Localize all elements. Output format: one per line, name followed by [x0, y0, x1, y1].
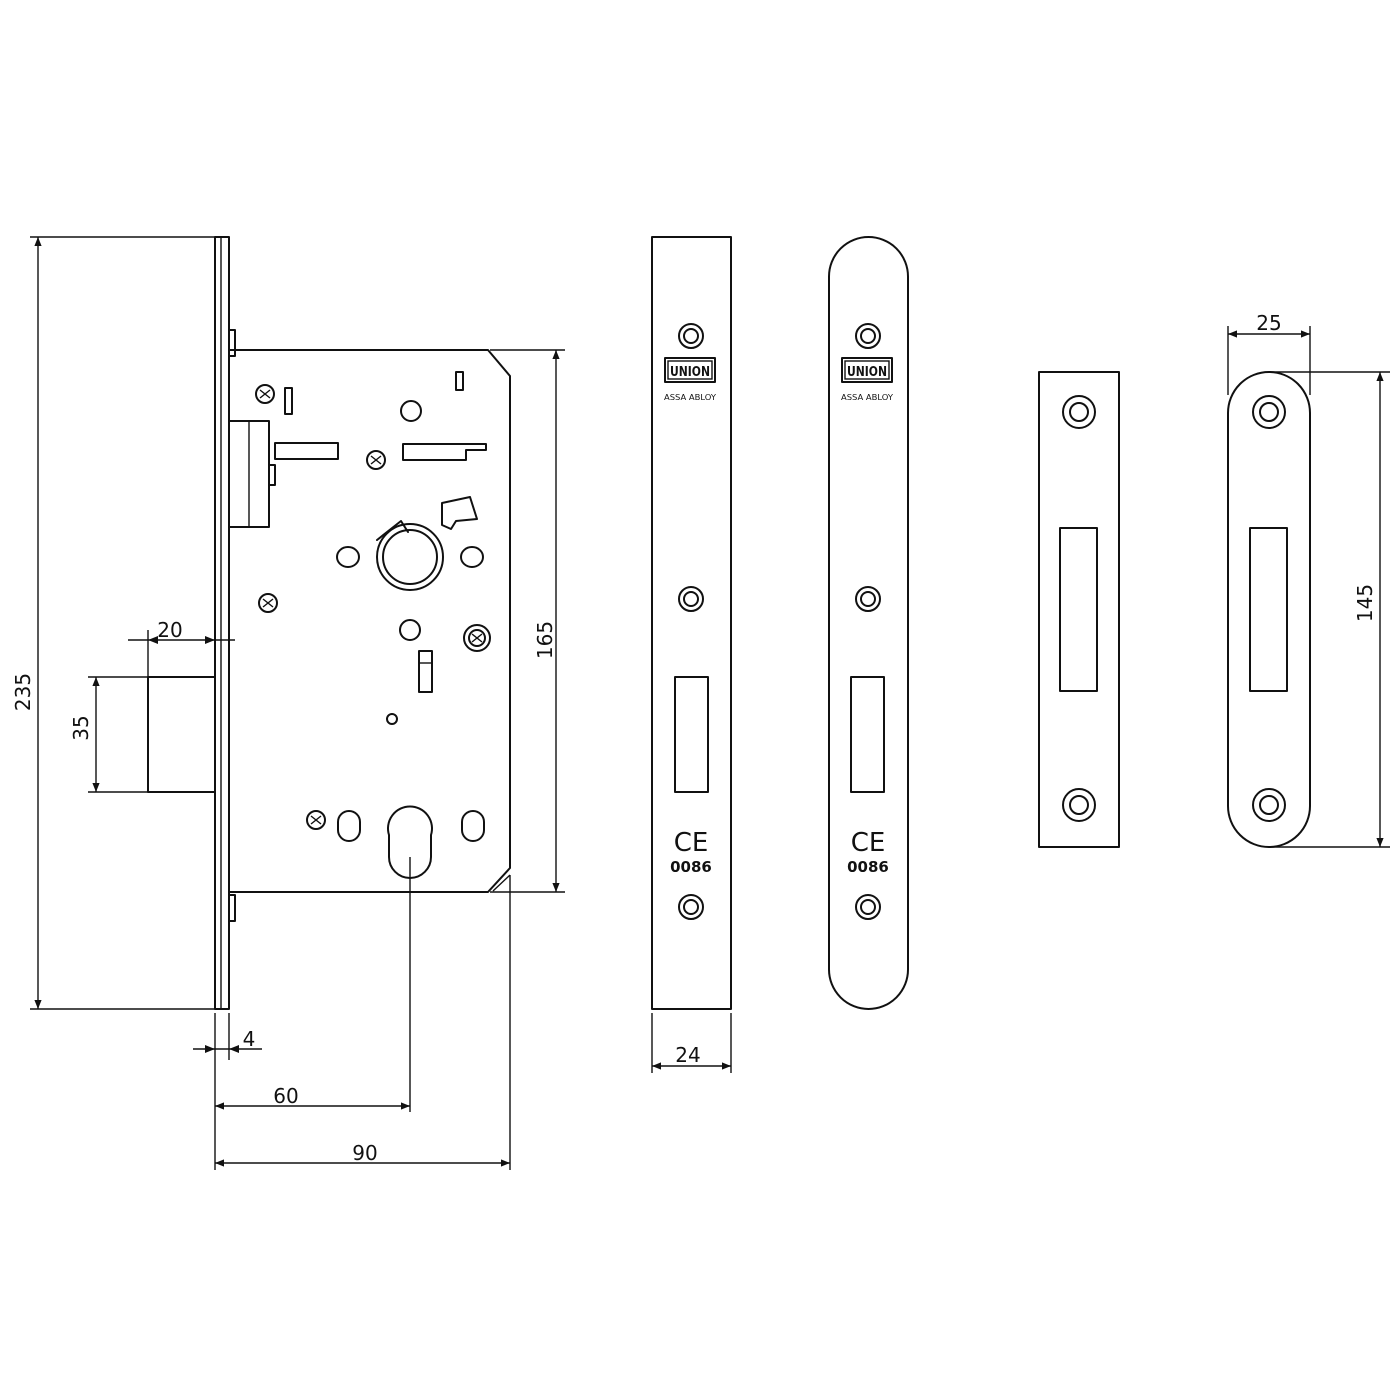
dim-label-strike-width: 25: [1256, 311, 1281, 335]
bolt-aperture: [850, 676, 885, 793]
countersunk-hole-icon: [855, 586, 881, 612]
dim-label-overall-height: 235: [11, 673, 35, 711]
cylinder-slot-right: [461, 810, 485, 842]
spindle-hub-outer: [376, 523, 444, 591]
forend-fixing-studs: [228, 329, 236, 922]
ce-mark: CE: [674, 828, 709, 858]
dim-label-backset: 60: [273, 1084, 298, 1108]
countersunk-hole-icon: [1062, 395, 1096, 429]
dot: [386, 713, 398, 725]
forend-square-plate: [651, 236, 732, 1010]
slot-upper-right: [455, 371, 464, 391]
strike-bolt-aperture: [1059, 527, 1098, 692]
forend-plate: [214, 236, 230, 1010]
countersunk-hole-icon: [855, 894, 881, 920]
deadbolt: [147, 676, 216, 793]
dim-label-strike-height: 145: [1353, 584, 1377, 622]
spindle-hub-inner: [382, 529, 438, 585]
hole-mid: [399, 619, 421, 641]
strike-bolt-aperture: [1249, 527, 1288, 692]
latch-hook: [441, 496, 478, 530]
strike-plate-radiused: 25 145: [1227, 311, 1390, 848]
notified-body-number: 0086: [670, 858, 712, 876]
countersunk-hole-icon: [1252, 395, 1286, 429]
parent-brand-text: ASSA ABLOY: [664, 393, 716, 402]
screw-icon: [255, 384, 275, 404]
dim-label-bolt-height: 35: [69, 715, 93, 740]
screw-icon: [258, 593, 278, 613]
countersunk-hole-icon: [678, 586, 704, 612]
parent-brand-text: ASSA ABLOY: [841, 393, 893, 402]
countersunk-hole-icon: [1062, 788, 1096, 822]
screw-icon: [306, 810, 326, 830]
forend-square: UNION ASSA ABLOY CE 0086 24: [651, 236, 732, 1073]
brand-logo-text: UNION: [670, 365, 710, 380]
strike-radiused-plate: [1227, 371, 1311, 848]
brand-logo-text: UNION: [847, 365, 887, 380]
countersunk-hole-icon: [678, 894, 704, 920]
screw-icon: [366, 450, 386, 470]
strike-plate-square: [1038, 371, 1120, 848]
dim-label-forend-thickness: 4: [243, 1027, 256, 1051]
lever-left: [274, 442, 339, 460]
dim-label-bolt-projection: 20: [157, 618, 182, 642]
hole-top: [400, 400, 422, 422]
bar-centre: [418, 650, 433, 693]
euro-cylinder-cutout: [387, 805, 433, 879]
lock-body-view: 235 35 20 165 4 60 90: [11, 236, 565, 1170]
brand-logo: UNION ASSA ABLOY: [841, 357, 893, 402]
ce-mark: CE: [851, 828, 886, 858]
cylinder-slot-left: [337, 810, 361, 842]
countersunk-hole-icon: [855, 323, 881, 349]
lever-right: [402, 443, 487, 461]
forend-radiused-plate: [828, 236, 909, 1010]
forend-radiused: UNION ASSA ABLOY CE 0086: [828, 236, 909, 1010]
dim-label-case-depth: 90: [352, 1141, 377, 1165]
screw-icon: [463, 624, 491, 652]
hub-stop: [376, 520, 409, 541]
lock-case: [228, 349, 511, 893]
dim-label-forend-width: 24: [675, 1043, 700, 1067]
dim-label-case-height: 165: [533, 621, 557, 659]
strike-square-plate: [1038, 371, 1120, 848]
bolt-aperture: [674, 676, 709, 793]
countersunk-hole-icon: [678, 323, 704, 349]
countersunk-hole-icon: [1252, 788, 1286, 822]
notified-body-number: 0086: [847, 858, 889, 876]
lug-left: [336, 546, 360, 568]
lug-right: [460, 546, 484, 568]
brand-logo: UNION ASSA ABLOY: [664, 357, 716, 402]
slot-upper-left: [284, 387, 293, 415]
